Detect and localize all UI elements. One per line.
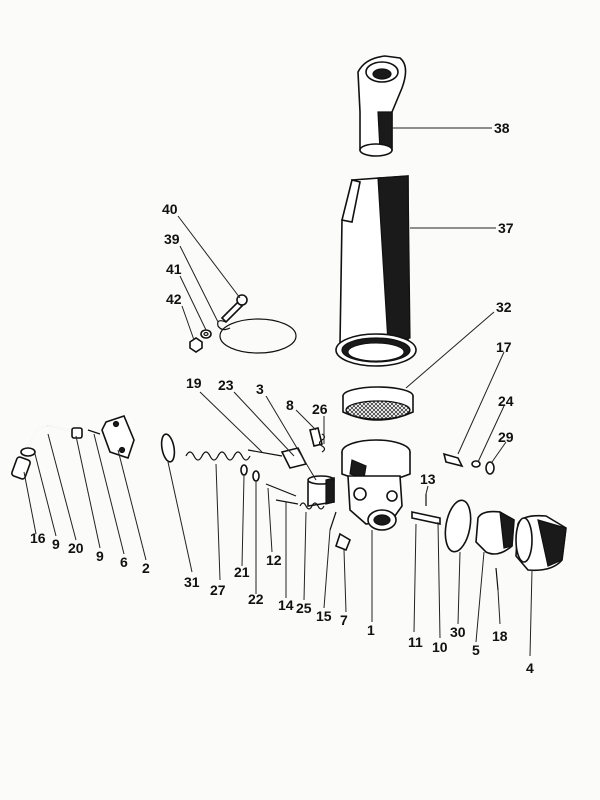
callout-1: 1 [367, 622, 375, 638]
part-39-clamp-wire [217, 318, 297, 354]
callout-9-right: 9 [96, 548, 104, 564]
leader-lines [23, 127, 533, 657]
part-21-washer [240, 464, 248, 476]
part-9-fitting [71, 427, 83, 439]
part-27-spring [185, 451, 251, 461]
callout-24: 24 [498, 393, 514, 409]
callout-5: 5 [472, 642, 480, 658]
part-18-pin [495, 567, 499, 591]
part-5-float [475, 510, 515, 555]
part-4-float-bowl [515, 514, 567, 572]
part-25-spring [299, 502, 325, 510]
part-32-filter-screen [342, 386, 414, 421]
part-14-idle-screw [275, 499, 299, 505]
part-2-flange [101, 415, 135, 460]
callout-22: 22 [248, 591, 264, 607]
callout-14: 14 [278, 597, 294, 613]
part-37-main-tube [335, 175, 417, 367]
part-40-screw [220, 294, 248, 324]
callout-37: 37 [498, 220, 514, 236]
callout-32: 32 [496, 299, 512, 315]
callout-18: 18 [492, 628, 508, 644]
callout-39: 39 [164, 231, 180, 247]
part-19-needle [247, 449, 283, 457]
part-31-ring [160, 433, 176, 463]
part-16-banjo-bolt [11, 447, 36, 480]
callout-8: 8 [286, 397, 294, 413]
part-11-float-needle [411, 511, 441, 525]
callout-26: 26 [312, 401, 328, 417]
callout-19: 19 [186, 375, 202, 391]
callout-7: 7 [340, 612, 348, 628]
callout-3: 3 [256, 381, 264, 397]
part-8-screw [309, 427, 323, 447]
part-12-needle-jet [265, 483, 297, 497]
callout-21: 21 [234, 564, 250, 580]
callout-6: 6 [120, 554, 128, 570]
part-41-washer [200, 329, 212, 339]
part-7-drain-screw [335, 532, 351, 552]
callout-38: 38 [494, 120, 510, 136]
callout-16: 16 [30, 530, 46, 546]
callout-13: 13 [420, 471, 436, 487]
part-42-nut [189, 337, 203, 353]
part-15-screw [329, 511, 337, 531]
part-38-intake-elbow [357, 55, 407, 157]
callout-9-left: 9 [52, 536, 60, 552]
callout-31: 31 [184, 574, 200, 590]
part-6-pin [87, 429, 101, 435]
part-1-carburetor-body [341, 439, 411, 531]
callout-23: 23 [218, 377, 234, 393]
callout-17: 17 [496, 339, 512, 355]
callout-30: 30 [450, 624, 466, 640]
callout-11: 11 [408, 634, 423, 650]
callout-40: 40 [162, 201, 178, 217]
callout-25: 25 [296, 600, 312, 616]
callout-15: 15 [316, 608, 332, 624]
callout-29: 29 [498, 429, 514, 445]
callout-4: 4 [526, 660, 534, 676]
part-17-screw [442, 452, 464, 468]
part-3-throttle-slide [307, 475, 335, 507]
callout-41: 41 [166, 261, 182, 277]
callout-10: 10 [432, 639, 448, 655]
callout-20: 20 [68, 540, 84, 556]
part-20-fuel-pipe [27, 425, 77, 453]
part-30-gasket [444, 499, 472, 553]
callout-42: 42 [166, 291, 182, 307]
callout-labels: 38 37 40 39 41 42 32 17 19 23 3 8 26 24 … [30, 120, 534, 676]
callout-2: 2 [142, 560, 150, 576]
part-29-nut [485, 461, 495, 475]
part-22-washer [252, 470, 260, 482]
part-24-washer [471, 460, 481, 468]
callout-12: 12 [266, 552, 282, 568]
callout-27: 27 [210, 582, 226, 598]
